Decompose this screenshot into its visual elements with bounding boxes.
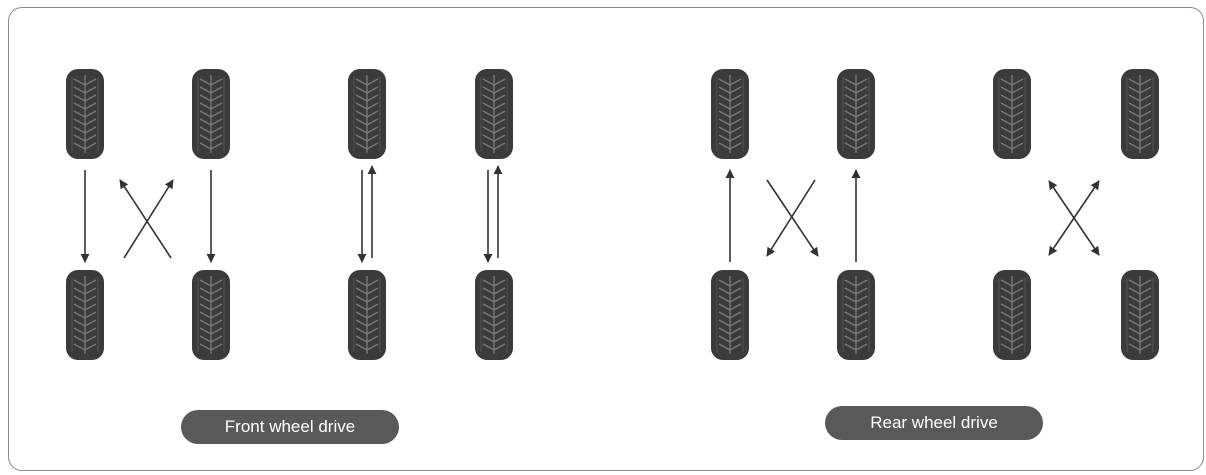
pattern-front-forward-cross: [66, 69, 230, 360]
tire-icon: [711, 270, 749, 360]
tire-icon: [993, 270, 1031, 360]
pattern-rear-rearward-cross: [711, 69, 875, 360]
tire-icon: [1121, 270, 1159, 360]
tire-icon: [711, 69, 749, 159]
tire-icon: [993, 69, 1031, 159]
tire-icon: [348, 69, 386, 159]
tire-icon: [1121, 69, 1159, 159]
tire-icon: [66, 270, 104, 360]
tire-icon: [837, 69, 875, 159]
tire-icon: [348, 270, 386, 360]
pattern-rear-x: [993, 69, 1159, 360]
tire-icon: [475, 270, 513, 360]
tire-icon: [192, 270, 230, 360]
arrow: [1048, 180, 1100, 256]
arrow: [119, 179, 172, 259]
arrow: [766, 179, 816, 257]
pattern-front-swap: [348, 69, 513, 360]
tire-icon: [66, 69, 104, 159]
arrow: [766, 179, 819, 257]
tire-icon: [192, 69, 230, 159]
tire-icon: [837, 270, 875, 360]
rear-wheel-drive-label: Rear wheel drive: [825, 406, 1043, 440]
front-wheel-drive-label: Front wheel drive: [181, 410, 399, 444]
tire-icon: [475, 69, 513, 159]
diagram-frame: [8, 7, 1204, 471]
arrow: [123, 179, 174, 259]
